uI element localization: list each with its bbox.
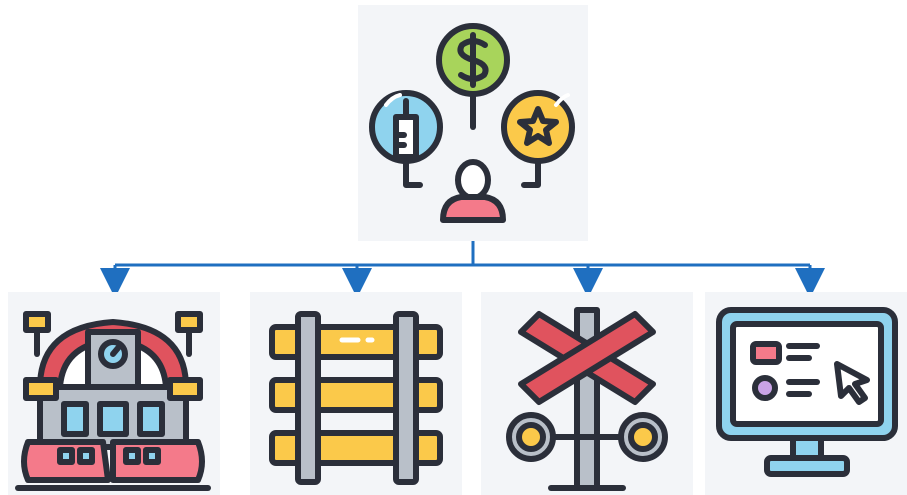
child-node-train-station: [8, 292, 220, 495]
root-node: [358, 5, 588, 241]
child-node-railway-track: [250, 292, 462, 495]
child-node-railroad-crossing: [481, 292, 693, 495]
child-node-computer-monitor: [705, 292, 907, 495]
railway-track-icon: [269, 311, 443, 485]
train-station-icon: [15, 311, 211, 491]
computer-monitor-icon: [716, 307, 898, 477]
railroad-crossing-icon: [506, 307, 668, 491]
person-choice-icon: [369, 23, 575, 223]
